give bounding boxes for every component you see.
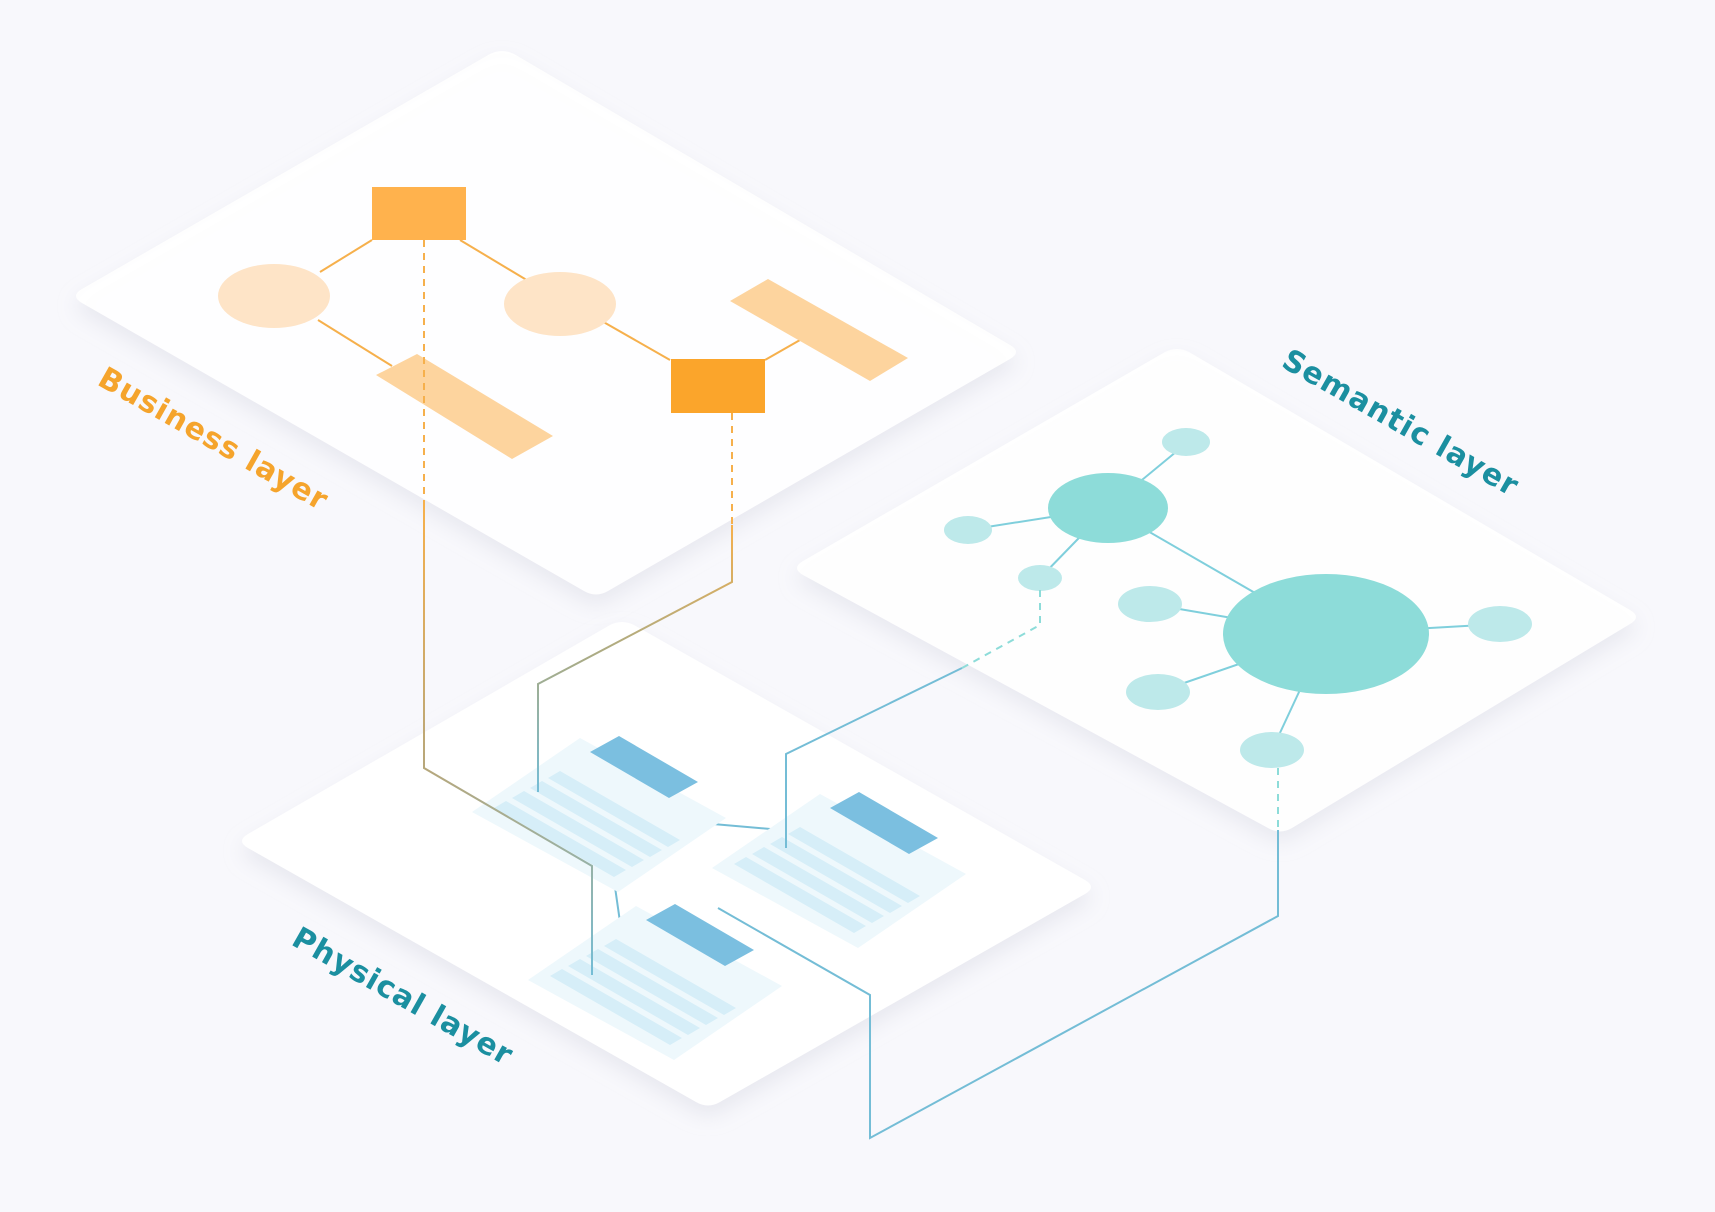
- semantic-node-main: [1223, 574, 1429, 694]
- semantic-node-bottom: [1240, 732, 1304, 768]
- business-connectors: [317, 239, 801, 367]
- business-entity-ellipse-right: [504, 272, 616, 336]
- semantic-node-mid-left: [1118, 586, 1182, 622]
- semantic-to-physical-link-bottom: [717, 830, 1279, 1140]
- business-bar-left: [376, 354, 553, 459]
- physical-tables: [472, 736, 966, 1060]
- mapping-connectors: [423, 240, 1279, 1140]
- semantic-to-physical-link-top: [961, 590, 1041, 669]
- semantic-panel-surface: [797, 349, 1636, 832]
- semantic-layer-panel: [797, 349, 1636, 832]
- business-entity-box-right: [671, 359, 765, 413]
- semantic-node-small: [1018, 565, 1062, 591]
- business-to-physical-link-right: [537, 525, 733, 792]
- business-layer-panel: [76, 51, 1016, 595]
- business-entity-box-top: [372, 187, 466, 240]
- business-entity-ellipse-left: [218, 264, 330, 328]
- business-bar-right: [730, 279, 908, 381]
- physical-panel-surface: [242, 622, 1091, 1106]
- semantic-node-bottom-left: [1126, 674, 1190, 710]
- table-2: [712, 792, 966, 948]
- semantic-node-right: [1468, 606, 1532, 642]
- physical-layer-panel: [242, 622, 1091, 1106]
- semantic-node-left: [944, 516, 992, 544]
- business-to-physical-link-left: [423, 505, 593, 975]
- semantic-node-hub: [1048, 473, 1168, 543]
- semantic-node-top: [1162, 428, 1210, 456]
- table-1: [472, 736, 726, 892]
